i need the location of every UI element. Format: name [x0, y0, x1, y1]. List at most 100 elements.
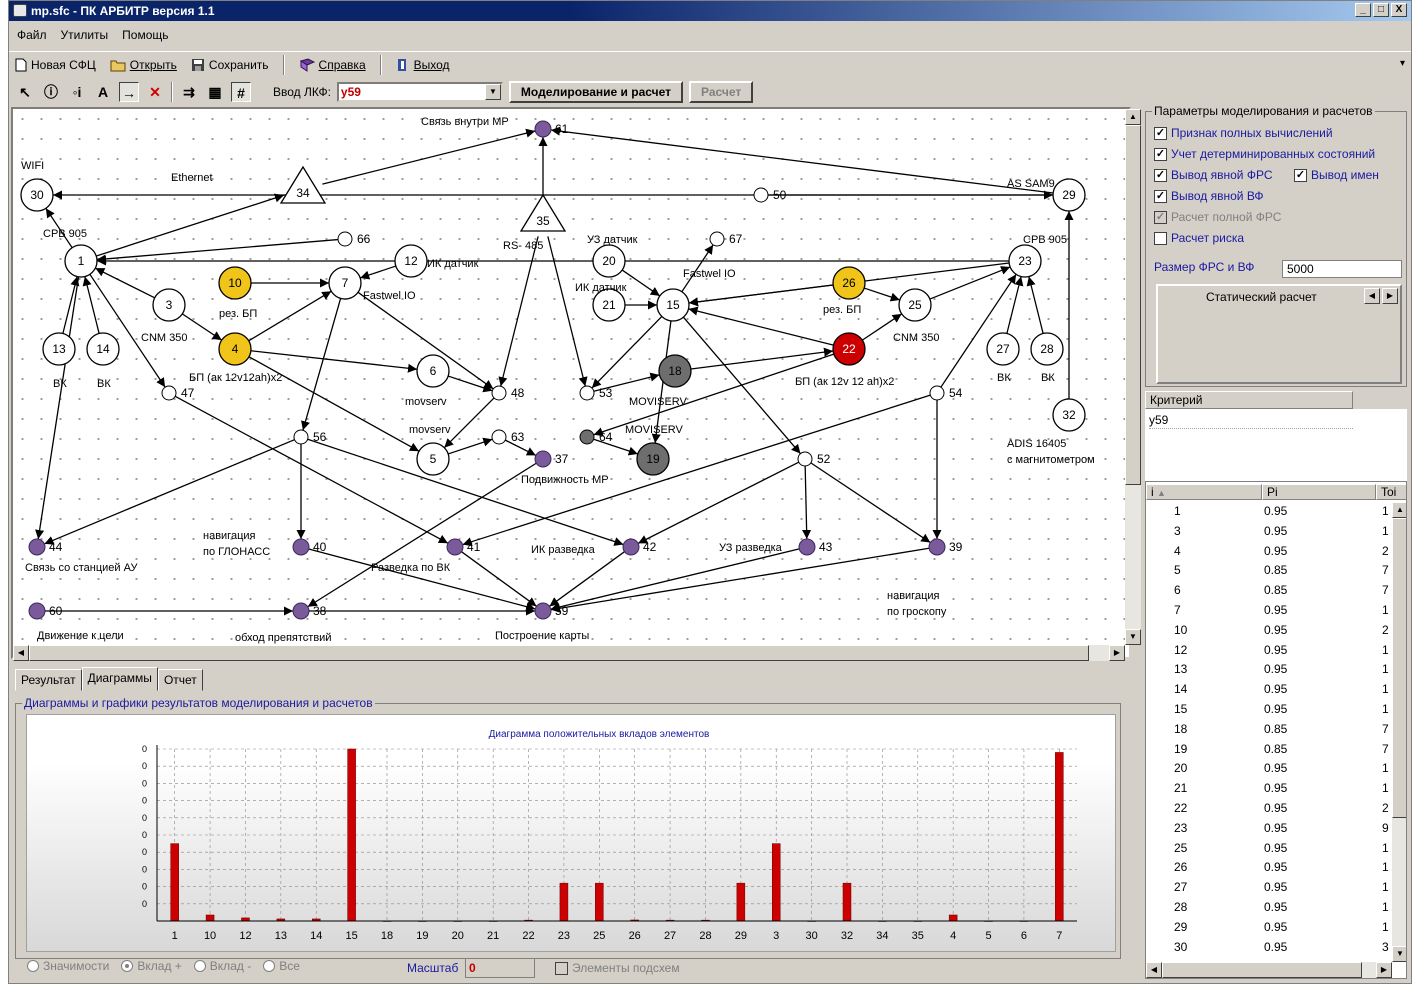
edge-34-61[interactable] — [322, 128, 536, 185]
node-1[interactable]: 1 — [64, 244, 98, 278]
node-43[interactable]: 43 — [798, 538, 833, 556]
node-15[interactable]: 15 — [656, 288, 690, 322]
edge-41-59[interactable] — [461, 551, 537, 607]
explicit-vf-checkbox[interactable]: ✓Вывод явной ВФ — [1154, 189, 1264, 203]
bar-10[interactable] — [205, 914, 215, 922]
edge-3-1[interactable] — [95, 267, 155, 299]
text-tool-icon[interactable]: A — [97, 84, 109, 100]
size-input[interactable]: 5000 — [1282, 260, 1402, 278]
menu-help[interactable]: Помощь — [122, 28, 169, 42]
edge-6-48[interactable] — [447, 375, 493, 393]
delete-tool-icon[interactable]: ✕ — [149, 84, 161, 100]
node-41[interactable]: 41 — [446, 538, 481, 556]
list-horizontal-scrollbar[interactable]: ◀ ▶ — [1146, 962, 1392, 978]
bar-4[interactable] — [948, 914, 958, 922]
edge-18-22[interactable] — [690, 347, 834, 370]
bar-3[interactable] — [771, 843, 781, 922]
model-and-calc-button[interactable]: Моделирование и расчет — [508, 81, 683, 103]
edge-7-56[interactable] — [301, 298, 342, 431]
node-34[interactable]: 34 — [279, 165, 327, 204]
grid-tool-icon[interactable]: # — [231, 82, 251, 102]
calc-button[interactable]: Расчет — [689, 81, 754, 103]
node-67[interactable]: 67 — [709, 231, 743, 247]
edge-1-44[interactable] — [35, 276, 80, 540]
node-19[interactable]: 19 — [636, 442, 670, 476]
node-25[interactable]: 25 — [898, 288, 932, 322]
info-tool-icon[interactable]: ⓘ — [44, 84, 58, 100]
edge-27-23[interactable] — [1006, 276, 1024, 334]
layout-tool-icon[interactable]: ▦ — [208, 84, 222, 100]
static-prev-icon[interactable]: ◀ — [1364, 288, 1380, 304]
minimize-button[interactable]: _ — [1355, 3, 1371, 17]
node-38[interactable]: 38 — [292, 602, 327, 620]
edge-1-30[interactable] — [45, 207, 73, 249]
node-66[interactable]: 66 — [337, 231, 371, 247]
pointer-tool-icon[interactable]: ↖ — [19, 84, 31, 100]
bar-29[interactable] — [736, 882, 746, 922]
scroll-up-icon[interactable]: ▲ — [1125, 109, 1141, 125]
explicit-frs-checkbox[interactable]: ✓Вывод явной ФРС — [1154, 168, 1273, 182]
node-48[interactable]: 48 — [491, 385, 525, 401]
edge-15-67[interactable] — [681, 244, 714, 293]
node-7[interactable]: 7 — [328, 266, 362, 300]
node-5[interactable]: 5 — [416, 442, 450, 476]
tab-report[interactable]: Отчет — [157, 669, 203, 691]
node-50[interactable]: 50 — [753, 187, 787, 203]
full-frs-checkbox[interactable]: ✓Расчет полной ФРС — [1154, 210, 1282, 224]
node-42[interactable]: 42 — [622, 538, 657, 556]
subschema-elements-checkbox[interactable]: Элементы подсхем — [555, 961, 680, 975]
node-12[interactable]: 12 — [394, 244, 428, 278]
node-13[interactable]: 13 — [42, 332, 76, 366]
radio-significance[interactable]: Значимости — [27, 959, 109, 973]
bar-32[interactable] — [842, 882, 852, 922]
node-26[interactable]: 26 — [832, 266, 866, 300]
bar-7[interactable] — [1055, 752, 1064, 922]
edge-28-23[interactable] — [1026, 276, 1044, 334]
node-56[interactable]: 56 — [293, 429, 327, 445]
edge-5-63[interactable] — [447, 437, 493, 455]
toolbar-overflow-icon[interactable]: ▾ — [1399, 58, 1405, 69]
chevron-down-icon[interactable]: ▼ — [484, 84, 501, 100]
node-47[interactable]: 47 — [161, 385, 195, 401]
node-39[interactable]: 39 — [928, 538, 963, 556]
edge-52-42[interactable] — [637, 461, 800, 544]
node-20[interactable]: 20 — [592, 244, 626, 278]
radio-all[interactable]: Все — [263, 959, 300, 973]
scroll-thumb[interactable] — [1162, 962, 1362, 978]
edge-22-15[interactable] — [688, 306, 834, 346]
bar-1[interactable] — [170, 843, 179, 922]
criteria-value[interactable]: y59 — [1149, 411, 1353, 429]
edge-1-34[interactable] — [96, 193, 285, 257]
exit-button[interactable]: Выход — [396, 58, 450, 72]
edge-54-23[interactable] — [940, 273, 1017, 388]
edge-42-59[interactable] — [549, 551, 625, 607]
node-44[interactable]: 44 — [28, 538, 63, 556]
node-35[interactable]: 35 — [519, 193, 567, 232]
edge-13-1[interactable] — [62, 276, 80, 334]
help-button[interactable]: Справка — [299, 58, 366, 72]
col-pi-header[interactable]: Pi — [1262, 484, 1376, 500]
edge-22-64[interactable] — [593, 353, 835, 437]
col-toi-header[interactable]: Toi — [1376, 484, 1406, 500]
node-info-tool-icon[interactable]: ◦i — [72, 84, 82, 100]
menu-file[interactable]: Файл — [17, 28, 47, 42]
node-37[interactable]: 37 — [534, 450, 569, 468]
node-22[interactable]: 22 — [832, 332, 866, 366]
node-29[interactable]: 29 — [1052, 178, 1086, 212]
menu-utilities[interactable]: Утилиты — [60, 28, 109, 42]
open-button[interactable]: Открыть — [110, 58, 177, 72]
node-59[interactable]: 59 — [534, 602, 569, 620]
edge-15-52[interactable] — [682, 316, 801, 455]
edge-1-47[interactable] — [89, 273, 166, 388]
